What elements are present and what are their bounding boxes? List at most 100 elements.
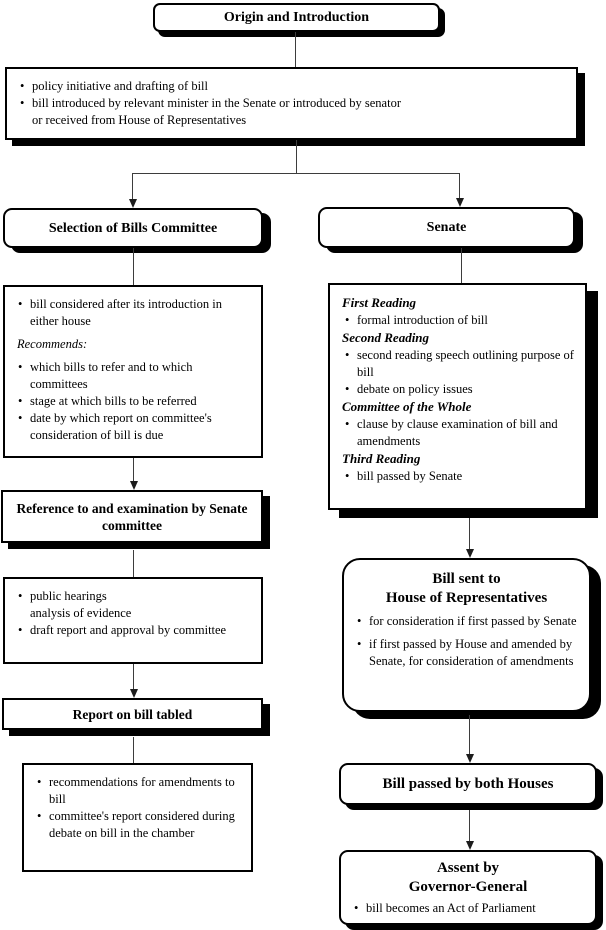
bullet-text: for consideration if first passed by Sen… <box>369 614 577 628</box>
selection-bullet-list: bill considered after its introduction i… <box>15 296 251 330</box>
bill-sent-node: Bill sent to House of Representatives fo… <box>342 558 591 712</box>
bullet-text: formal introduction of bill <box>357 313 488 327</box>
list-item: draft report and approval by committee <box>15 622 251 639</box>
third-reading-list: bill passed by Senate <box>342 468 575 485</box>
bullet-text: stage at which bills to be referred <box>30 394 197 408</box>
selection-committee-title: Selection of Bills Committee <box>48 220 218 236</box>
bullet-text: clause by clause examination of bill and… <box>357 417 558 448</box>
second-reading-heading: Second Reading <box>342 330 430 345</box>
reference-title-line2: committee <box>102 517 162 533</box>
arrowhead-icon <box>129 199 137 208</box>
arrowhead-icon <box>466 841 474 850</box>
list-item: bill considered after its introduction i… <box>15 296 251 330</box>
recommendations-node: recommendations for amendments to bill c… <box>22 763 253 872</box>
selection-content-node: bill considered after its introduction i… <box>3 285 263 458</box>
first-reading-heading: First Reading <box>342 295 417 310</box>
origin-title: Origin and Introduction <box>223 10 370 25</box>
connector-report-recommendations <box>133 737 134 763</box>
bullet-text: public hearings <box>30 589 107 603</box>
junction-horizontal-line <box>132 173 460 174</box>
connector-senate-billsent <box>469 518 470 550</box>
list-item: committee's report considered during deb… <box>34 808 241 842</box>
bullet-text: committee's report considered during deb… <box>49 809 235 840</box>
origin-node: Origin and Introduction <box>153 3 440 32</box>
assent-bullet-list: bill becomes an Act of Parliament <box>351 900 585 917</box>
bullet-text: if first passed by House and amended by … <box>369 637 574 668</box>
connector-reference-hearings <box>133 550 134 577</box>
senate-header-node: Senate <box>318 207 575 248</box>
recommendations-bullet-list: recommendations for amendments to bill c… <box>34 774 241 842</box>
connector-origin-intro <box>295 32 296 67</box>
recommends-label: Recommends: <box>17 337 88 351</box>
bullet-text: bill considered after its introduction i… <box>30 297 222 328</box>
committee-whole-list: clause by clause examination of bill and… <box>342 416 575 450</box>
bullet-text: bill passed by Senate <box>357 469 463 483</box>
connector-hearings-report <box>133 664 134 690</box>
connector-content-reference <box>133 458 134 482</box>
report-tabled-node: Report on bill tabled <box>2 698 263 730</box>
list-item: date by which report on committee's cons… <box>15 410 251 444</box>
bullet-text: debate on policy issues <box>357 382 473 396</box>
recommends-bullet-list: which bills to refer and to which commit… <box>15 359 251 444</box>
bill-sent-title: Bill sent to House of Representatives <box>354 570 579 608</box>
assent-node: Assent by Governor-General bill becomes … <box>339 850 597 925</box>
connector-billsent-billpassed <box>469 715 470 755</box>
assent-title-line2: Governor-General <box>408 879 528 895</box>
bullet-text: which bills to refer and to which commit… <box>30 360 193 391</box>
reference-title-line1: Reference to and examination by Senate <box>16 500 248 516</box>
list-item: which bills to refer and to which commit… <box>15 359 251 393</box>
list-item: clause by clause examination of bill and… <box>342 416 575 450</box>
bill-sent-title-line1: Bill sent to <box>432 571 501 587</box>
bullet-text: date by which report on committee's cons… <box>30 411 212 442</box>
list-item: bill becomes an Act of Parliament <box>351 900 585 917</box>
bill-sent-bullet-list: for consideration if first passed by Sen… <box>354 613 579 670</box>
list-item: for consideration if first passed by Sen… <box>354 613 579 630</box>
senate-readings-node: First Reading formal introduction of bil… <box>328 283 587 510</box>
list-item: debate on policy issues <box>342 381 575 398</box>
selection-committee-header-node: Selection of Bills Committee <box>3 208 263 248</box>
connector-branch-left <box>132 173 133 200</box>
list-item: recommendations for amendments to bill <box>34 774 241 808</box>
arrowhead-icon <box>456 198 464 207</box>
bullet-text: bill becomes an Act of Parliament <box>366 901 536 915</box>
connector-branch-right <box>459 173 460 199</box>
connector-selection-content <box>133 248 134 285</box>
hearings-node: public hearings analysis of evidence dra… <box>3 577 263 664</box>
bullet-text-continuation: or received from House of Representative… <box>32 113 247 127</box>
third-reading-heading: Third Reading <box>342 451 421 466</box>
arrowhead-icon <box>466 549 474 558</box>
list-item: policy initiative and drafting of bill <box>17 78 566 95</box>
list-item: stage at which bills to be referred <box>15 393 251 410</box>
reference-examination-node: Reference to and examination by Senate c… <box>1 490 263 543</box>
hearings-bullet-list: public hearings analysis of evidence dra… <box>15 588 251 639</box>
bullet-text: bill introduced by relevant minister in … <box>32 96 401 110</box>
second-reading-list: second reading speech outlining purpose … <box>342 347 575 398</box>
list-item: public hearings analysis of evidence <box>15 588 251 622</box>
bullet-text: draft report and approval by committee <box>30 623 227 637</box>
bill-passed-node: Bill passed by both Houses <box>339 763 597 805</box>
bill-sent-title-line2: House of Representatives <box>385 590 548 606</box>
bill-passed-title: Bill passed by both Houses <box>382 775 554 792</box>
bullet-text: policy initiative and drafting of bill <box>32 79 209 93</box>
intro-bullet-list: policy initiative and drafting of bill b… <box>17 78 566 129</box>
bullet-text: recommendations for amendments to bill <box>49 775 235 806</box>
connector-intro-junction <box>296 140 297 173</box>
intro-node: policy initiative and drafting of bill b… <box>5 67 578 140</box>
list-item: bill introduced by relevant minister in … <box>17 95 566 129</box>
connector-billpassed-assent <box>469 810 470 842</box>
list-item: second reading speech outlining purpose … <box>342 347 575 381</box>
arrowhead-icon <box>130 481 138 490</box>
senate-title: Senate <box>426 220 467 235</box>
bullet-text: second reading speech outlining purpose … <box>357 348 574 379</box>
first-reading-list: formal introduction of bill <box>342 312 575 329</box>
bullet-text-continuation: analysis of evidence <box>30 606 132 620</box>
assent-title-line1: Assent by <box>436 860 500 876</box>
list-item: bill passed by Senate <box>342 468 575 485</box>
arrowhead-icon <box>130 689 138 698</box>
list-item: if first passed by House and amended by … <box>354 636 579 670</box>
report-tabled-title: Report on bill tabled <box>72 706 193 722</box>
arrowhead-icon <box>466 754 474 763</box>
assent-title: Assent by Governor-General <box>351 859 585 897</box>
connector-senate-content <box>461 248 462 283</box>
